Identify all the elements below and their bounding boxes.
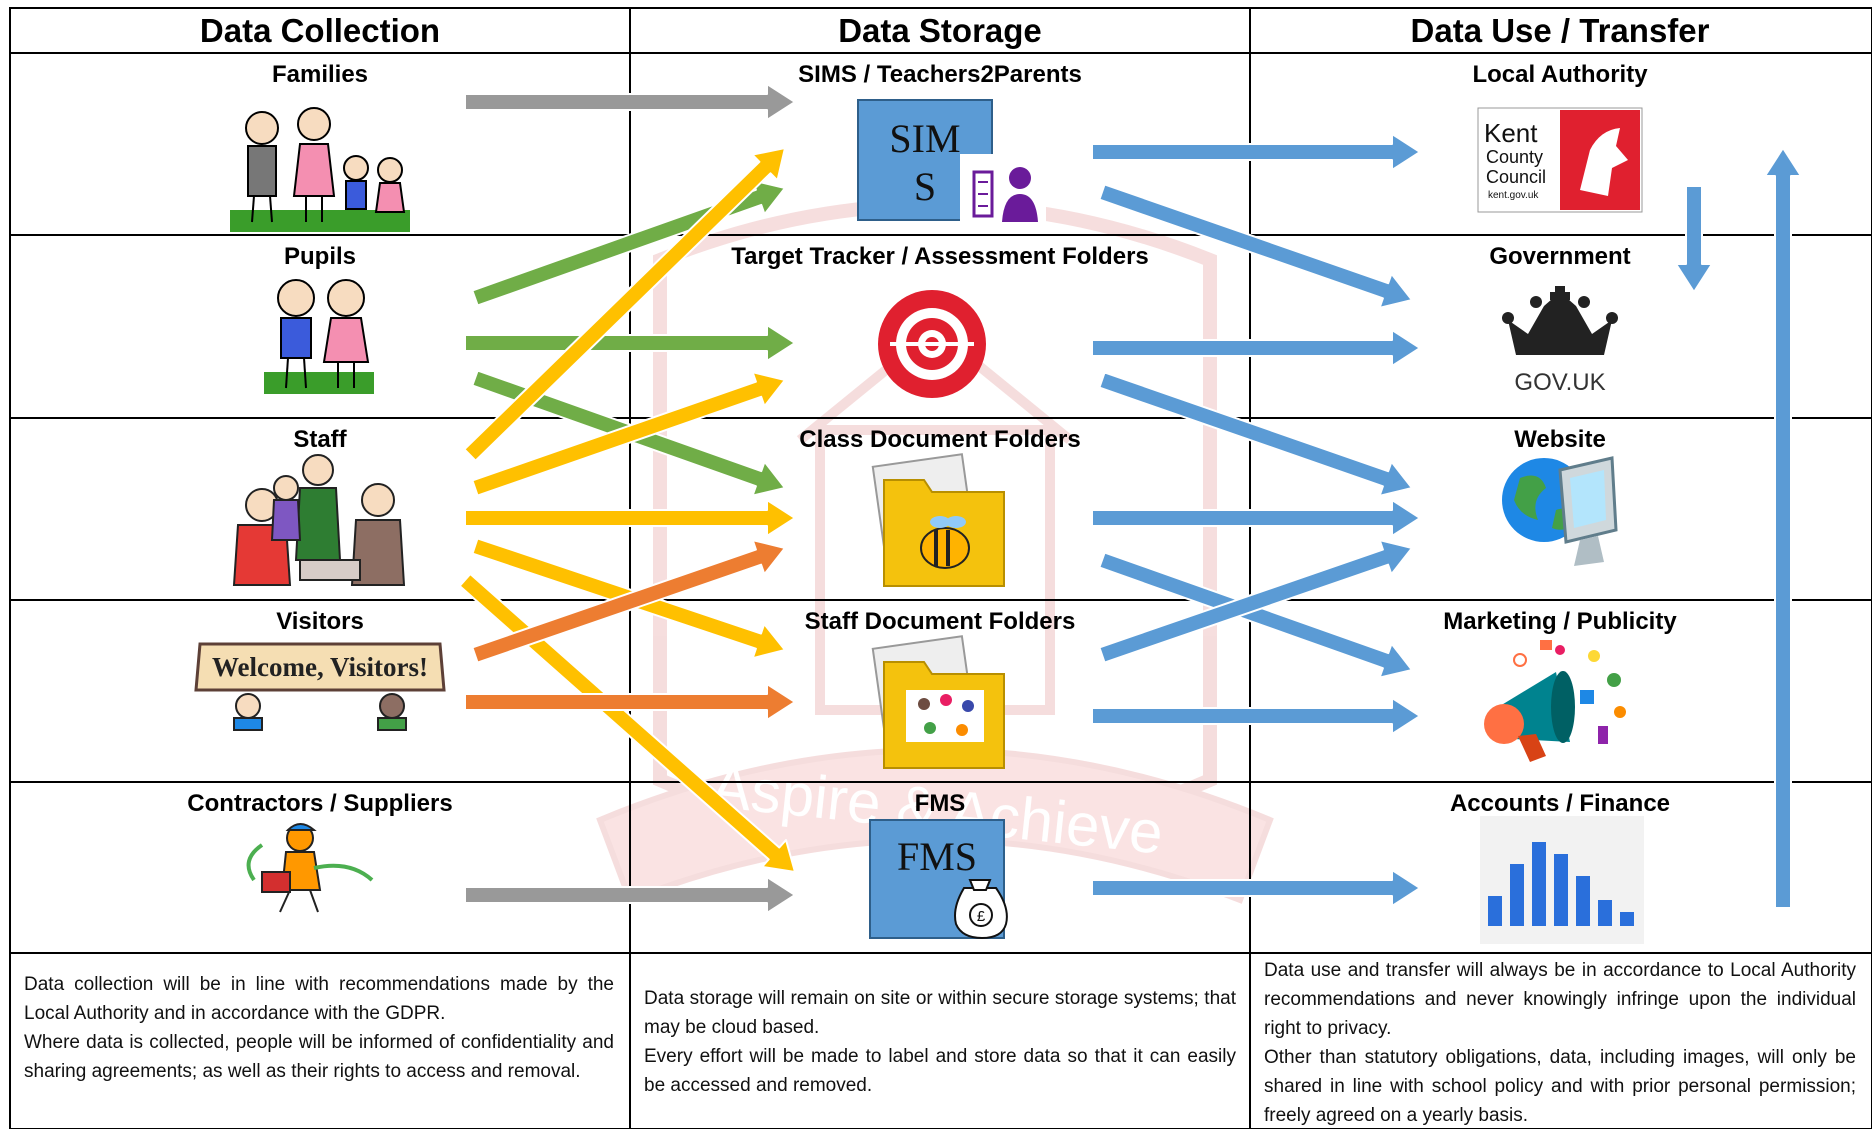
staff-icon xyxy=(232,454,408,587)
dest-label-website: Website xyxy=(1514,426,1606,453)
storage-label-class-folders: Class Document Folders xyxy=(799,426,1080,453)
kent-county-council-logo: Kent County Council kent.gov.uk xyxy=(1477,107,1643,213)
storage-note-1: Data storage will remain on site or with… xyxy=(644,988,1236,1038)
pound-sign: £ xyxy=(977,908,986,925)
flow-arrow-staff-to-class-document-folders xyxy=(464,499,796,537)
flow-arrow-staff-to-target-tracker-assessment-folders xyxy=(471,371,786,497)
kent-url-text: kent.gov.uk xyxy=(1488,190,1539,201)
flow-arrow-visitors-to-class-document-folders xyxy=(471,539,786,664)
flow-arrow-local-authority-to-government xyxy=(1675,185,1713,293)
user-checklist-icon xyxy=(972,167,1038,222)
marketing-megaphone-icon xyxy=(1484,640,1626,762)
header-data-storage: Data Storage xyxy=(838,12,1042,49)
sims-text-line2: S xyxy=(914,164,936,209)
storage-notes: Data storage will remain on site or with… xyxy=(644,984,1236,1100)
header-data-collection: Data Collection xyxy=(200,12,440,49)
flow-arrow-staff-to-fms xyxy=(458,573,796,873)
dest-label-accounts: Accounts / Finance xyxy=(1450,790,1670,817)
accounts-bar-chart-icon xyxy=(1480,816,1644,944)
flow-arrow-accounts-finance-to-local-authority xyxy=(1764,147,1802,909)
collection-note-1: Data collection will be in line with rec… xyxy=(24,974,614,1024)
use-note-1: Data use and transfer will always be in … xyxy=(1264,960,1856,1039)
flow-arrow-target-tracker-assessment-folders-to-website xyxy=(1098,371,1413,497)
gov-uk-text: GOV.UK xyxy=(1514,369,1605,396)
staff-folder-icon xyxy=(871,635,1005,769)
header-data-use-transfer: Data Use / Transfer xyxy=(1411,12,1710,49)
flow-arrow-target-tracker-assessment-folders-to-government xyxy=(1091,329,1421,367)
use-notes: Data use and transfer will always be in … xyxy=(1264,956,1856,1130)
source-label-visitors: Visitors xyxy=(276,608,364,635)
flow-arrow-sims-teachers2parents-to-government xyxy=(1098,183,1413,309)
money-bag-icon: £ xyxy=(954,879,1008,940)
council-text: Council xyxy=(1486,167,1546,187)
flow-arrow-class-document-folders-to-marketing-publicity xyxy=(1098,551,1413,679)
dest-label-government: Government xyxy=(1489,243,1630,270)
dest-label-local-authority: Local Authority xyxy=(1472,61,1648,88)
table-grid xyxy=(9,7,1872,1129)
sims-text-line1: SIM xyxy=(889,116,960,161)
county-text: County xyxy=(1486,147,1543,167)
dest-label-marketing: Marketing / Publicity xyxy=(1443,608,1677,635)
contractor-icon xyxy=(246,823,374,913)
target-icon xyxy=(878,290,986,398)
storage-label-fms: FMS xyxy=(915,790,966,817)
flow-arrow-sims-teachers2parents-to-local-authority xyxy=(1091,133,1421,171)
flow-arrow-families-to-sims-teachers2parents xyxy=(464,83,796,121)
flow-arrow-class-document-folders-to-website xyxy=(1091,499,1421,537)
flow-arrows xyxy=(458,83,1802,914)
storage-note-2: Every effort will be made to label and s… xyxy=(644,1046,1236,1096)
source-label-families: Families xyxy=(272,61,368,88)
welcome-banner-text: Welcome, Visitors! xyxy=(212,652,428,682)
pupils-icon xyxy=(264,279,374,394)
flow-arrow-visitors-to-staff-document-folders xyxy=(464,683,796,721)
flow-arrow-staff-document-folders-to-marketing-publicity xyxy=(1091,697,1421,735)
storage-label-staff-folders: Staff Document Folders xyxy=(805,608,1076,635)
storage-label-sims: SIMS / Teachers2Parents xyxy=(798,61,1082,88)
visitors-icon: Welcome, Visitors! xyxy=(194,642,446,731)
source-label-pupils: Pupils xyxy=(284,243,356,270)
class-folder-icon xyxy=(871,453,1005,587)
fms-icon: FMS £ xyxy=(869,819,1008,940)
storage-label-target-tracker: Target Tracker / Assessment Folders xyxy=(731,243,1149,270)
flow-arrow-fms-to-accounts-finance xyxy=(1091,869,1421,907)
kent-text: Kent xyxy=(1484,118,1538,148)
sims-icon: SIM S xyxy=(857,99,1046,226)
collection-notes: Data collection will be in line with rec… xyxy=(24,970,614,1086)
flow-arrow-contractors-suppliers-to-fms xyxy=(464,876,796,914)
fms-text: FMS xyxy=(897,834,977,879)
flow-arrow-staff-to-sims-teachers2parents xyxy=(463,147,786,462)
families-icon xyxy=(230,107,410,232)
flow-arrow-pupils-to-target-tracker-assessment-folders xyxy=(464,324,796,362)
website-globe-monitor-icon xyxy=(1502,456,1618,566)
use-note-2: Other than statutory obligations, data, … xyxy=(1264,1047,1856,1126)
flow-arrow-staff-document-folders-to-website xyxy=(1098,539,1413,664)
source-label-staff: Staff xyxy=(293,426,347,453)
source-label-contractors: Contractors / Suppliers xyxy=(187,790,452,817)
gov-uk-crown-icon: GOV.UK xyxy=(1502,286,1618,396)
collection-note-2: Where data is collected, people will be … xyxy=(24,1032,614,1082)
